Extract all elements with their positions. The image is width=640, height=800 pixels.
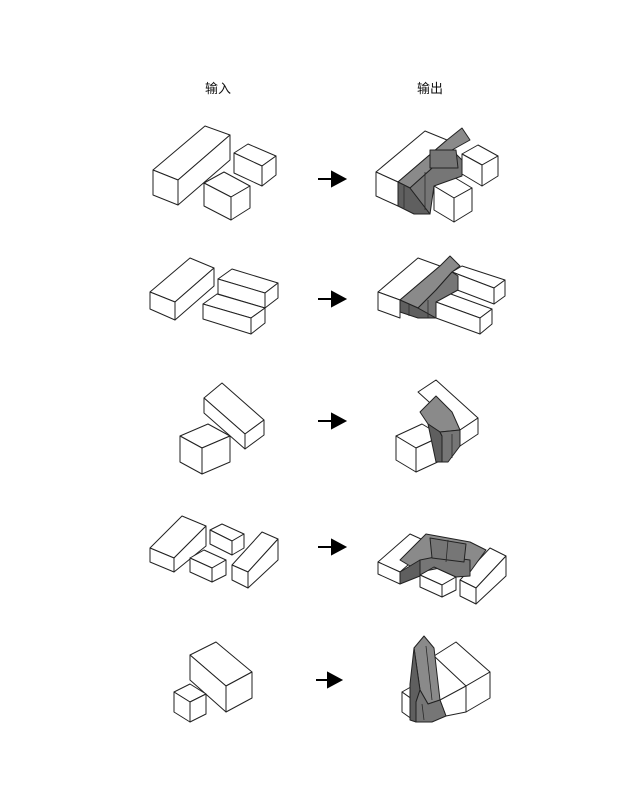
row-3-arrow [318, 412, 348, 430]
connector-volume [409, 635, 447, 723]
row-3-input [179, 382, 265, 475]
output-block [433, 641, 491, 717]
connector-volume [397, 127, 471, 215]
row-2-input [149, 257, 279, 335]
row-4-input [149, 515, 279, 589]
output-block [417, 379, 479, 447]
connector-volume [399, 255, 461, 319]
output-block [419, 566, 457, 598]
row-1-arrow [318, 170, 348, 188]
row-3-output [395, 379, 479, 473]
row-5-input [173, 641, 253, 723]
input-block [189, 549, 227, 583]
input-block [149, 257, 215, 321]
row-4-arrow [318, 538, 348, 556]
row-1-output [375, 127, 499, 223]
row-2-output [377, 255, 506, 335]
row-4-output [377, 533, 507, 605]
output-block [433, 175, 473, 223]
connector-volume [419, 395, 461, 463]
output-block [435, 292, 493, 335]
output-block [375, 130, 448, 207]
input-block [189, 641, 253, 713]
output-column-label: 输出 [416, 82, 444, 97]
input-block [179, 423, 231, 475]
input-block [203, 382, 265, 450]
input-block [231, 531, 279, 589]
input-block [152, 125, 231, 206]
input-block [173, 683, 207, 723]
input-block [233, 143, 277, 187]
input-block [202, 293, 266, 335]
input-block [203, 171, 251, 221]
row-5-arrow [316, 671, 344, 689]
input-column-label: 输入 [204, 82, 232, 97]
connector-volume [399, 533, 487, 585]
row-5-output [401, 635, 491, 723]
output-block [461, 144, 499, 187]
input-block [149, 515, 207, 573]
row-2-arrow [318, 290, 348, 308]
row-1-input [152, 125, 277, 221]
input-block [209, 523, 245, 556]
